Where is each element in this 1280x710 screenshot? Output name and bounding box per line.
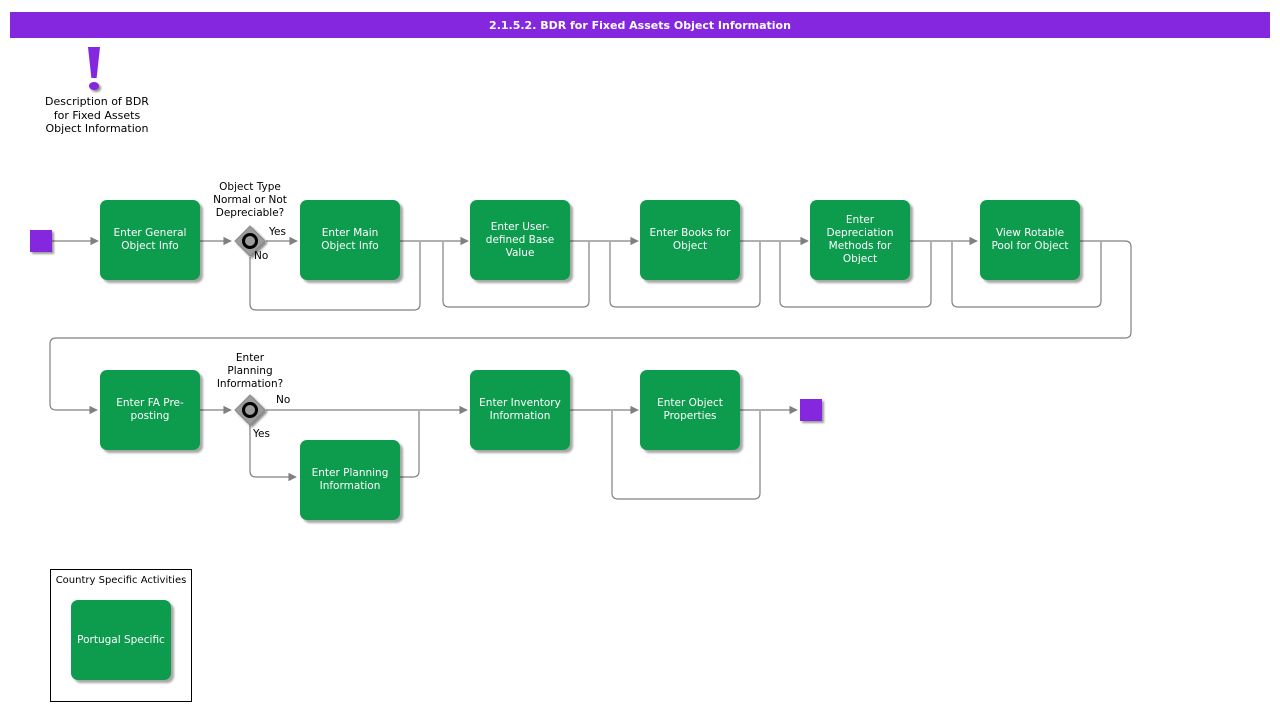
activity-portugal-specific[interactable]: Portugal Specific: [71, 600, 171, 680]
activity-enter-books-for-object[interactable]: Enter Books for Object: [640, 200, 740, 280]
decision1-question: Object Type Normal or Not Depreciable?: [213, 181, 287, 219]
end-node: [800, 399, 822, 421]
country-box-title: Country Specific Activities: [55, 575, 187, 586]
activity-view-rotable-pool[interactable]: View Rotable Pool for Object: [980, 200, 1080, 280]
connector-skip-uservalue: [442, 242, 590, 308]
decision2-no-label: No: [276, 394, 291, 406]
decision-diamond-object-type: [234, 225, 266, 257]
activity-enter-main-object-info[interactable]: Enter Main Object Info: [300, 200, 400, 280]
connector-decision2-yes-to-planning: [249, 425, 297, 482]
activity-enter-general-object-info[interactable]: Enter General Object Info: [100, 200, 200, 280]
activity-enter-fa-pre-posting[interactable]: Enter FA Pre- posting: [100, 370, 200, 450]
connector-planning-out: [400, 411, 420, 478]
decision1-yes-label: Yes: [269, 226, 286, 238]
activity-enter-user-defined-base-value[interactable]: Enter User- defined Base Value: [470, 200, 570, 280]
connector-row-wrap: [49, 240, 1132, 415]
connector-skip-books: [609, 242, 761, 308]
country-specific-box: Country Specific Activities Portugal Spe…: [50, 569, 192, 702]
exclamation-icon[interactable]: [88, 47, 100, 78]
connector-skip-properties: [611, 411, 761, 500]
title-bar: 2.1.5.2. BDR for Fixed Assets Object Inf…: [10, 12, 1270, 38]
exclamation-icon-dot[interactable]: [89, 82, 99, 90]
decision2-question: Enter Planning Information?: [216, 352, 284, 390]
start-node: [30, 230, 52, 252]
decision-diamond-planning: [234, 394, 266, 426]
decision1-no-label: No: [254, 250, 269, 262]
note-text: Description of BDR for Fixed Assets Obje…: [45, 95, 149, 135]
connector-skip-depreciation: [779, 242, 932, 308]
connector-skip-rotable: [951, 242, 1102, 308]
activity-enter-planning-information[interactable]: Enter Planning Information: [300, 440, 400, 520]
connector-decision1-no-loop: [249, 242, 421, 311]
activity-enter-depreciation-methods[interactable]: Enter Depreciation Methods for Object: [810, 200, 910, 280]
decision2-yes-label: Yes: [253, 428, 270, 440]
activity-enter-object-properties[interactable]: Enter Object Properties: [640, 370, 740, 450]
activity-enter-inventory-information[interactable]: Enter Inventory Information: [470, 370, 570, 450]
